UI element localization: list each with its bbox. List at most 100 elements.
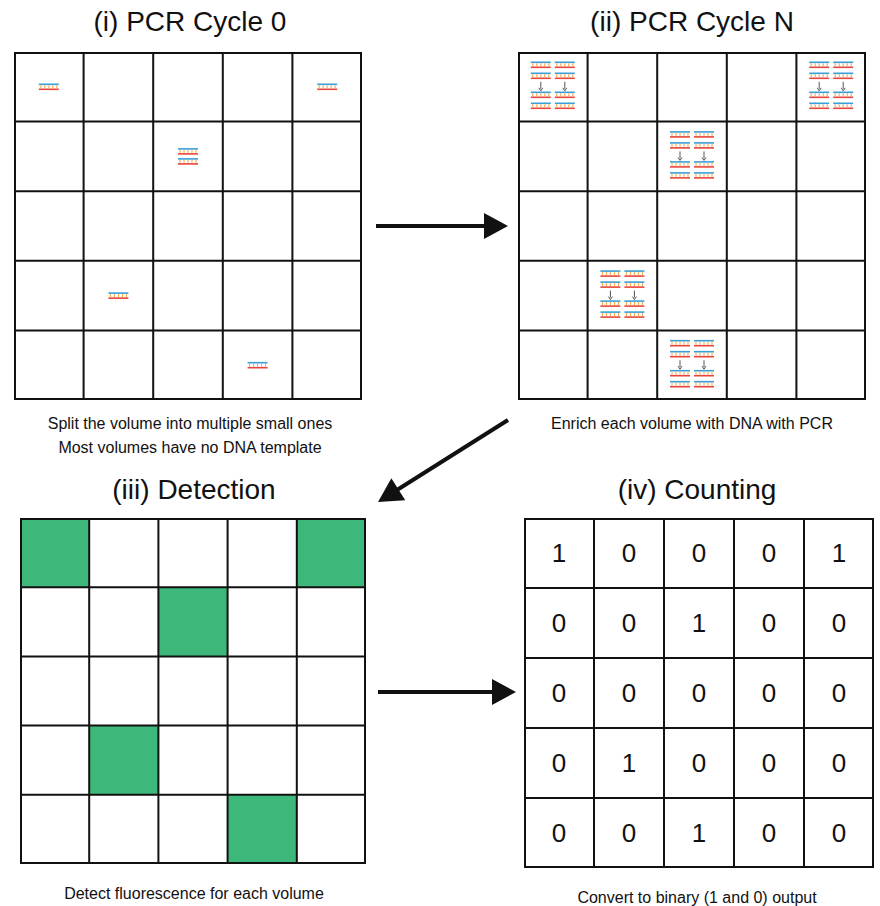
dna-strand	[809, 67, 829, 69]
dna-base	[708, 174, 709, 177]
dna-base	[684, 144, 685, 147]
dna-base	[568, 63, 569, 66]
grid-line	[14, 52, 16, 400]
dna-base	[319, 85, 320, 88]
panel-box: (i) PCR Cycle 0Split the volume into mul…	[4, 0, 376, 460]
dna-base	[688, 353, 689, 356]
dna-base	[618, 313, 619, 316]
dna-base	[851, 63, 852, 66]
dna-base	[708, 144, 709, 147]
dna-base	[642, 283, 643, 286]
dna-strand	[555, 103, 575, 105]
dna-base	[708, 133, 709, 136]
dna-base	[672, 353, 673, 356]
dna-base	[548, 63, 549, 66]
dna-base	[680, 174, 681, 177]
panel-box: (iv) Counting1000100100000000100000100Co…	[516, 470, 878, 906]
dna-base	[638, 302, 639, 305]
grid-line	[14, 121, 362, 123]
dna-base	[52, 85, 53, 88]
dna-strand	[624, 316, 644, 318]
dna-base	[540, 104, 541, 107]
grid-line	[524, 797, 874, 799]
dna-strand	[555, 67, 575, 69]
dna-base	[700, 144, 701, 147]
table-cell: 0	[804, 728, 874, 798]
dna-base	[544, 63, 545, 66]
dna-base	[684, 133, 685, 136]
dna-base	[188, 150, 189, 153]
dna-base	[676, 372, 677, 375]
dna-strand	[555, 78, 575, 80]
dna-base	[532, 93, 533, 96]
dna-base	[261, 364, 262, 367]
dna-strand	[39, 84, 59, 86]
dna-base	[704, 342, 705, 345]
dna-strand	[694, 386, 714, 388]
dna-base	[192, 160, 193, 163]
dna-base	[704, 133, 705, 136]
dna-strand	[600, 300, 620, 302]
table-cell: 0	[804, 588, 874, 658]
dna-base	[196, 160, 197, 163]
dna-base	[540, 63, 541, 66]
dna-base	[704, 163, 705, 166]
dna-base	[564, 63, 565, 66]
dna-base	[688, 342, 689, 345]
table-cell: 0	[594, 588, 664, 658]
dna-strand	[624, 305, 644, 307]
dna-base	[568, 93, 569, 96]
dna-base	[708, 372, 709, 375]
dna-strand	[670, 370, 690, 372]
dna-strand	[694, 147, 714, 149]
dna-base	[696, 174, 697, 177]
arrow-shaft	[397, 420, 508, 490]
dna-base	[680, 163, 681, 166]
dna-strand	[531, 92, 551, 94]
dna-base	[614, 283, 615, 286]
dna-base	[684, 342, 685, 345]
dna-base	[544, 74, 545, 77]
dna-strand	[670, 381, 690, 383]
dna-base	[847, 63, 848, 66]
grid-line	[518, 190, 866, 192]
dna-base	[249, 364, 250, 367]
dna-base	[811, 63, 812, 66]
dna-base	[680, 353, 681, 356]
dna-strand	[600, 311, 620, 313]
grid-line	[157, 518, 159, 864]
dna-base	[839, 104, 840, 107]
dna-strand	[670, 172, 690, 174]
dna-base	[638, 313, 639, 316]
dna-base	[700, 133, 701, 136]
dna-base	[851, 104, 852, 107]
dna-base	[819, 93, 820, 96]
grid-line	[360, 52, 362, 400]
dna-base	[676, 353, 677, 356]
dna-strand	[555, 61, 575, 63]
table-cell: 1	[664, 798, 734, 868]
dna-strand	[108, 297, 128, 299]
table-cell: 0	[734, 588, 804, 658]
grid-line	[364, 518, 366, 864]
dna-base	[811, 104, 812, 107]
dna-base	[696, 353, 697, 356]
dna-strand	[809, 97, 829, 99]
grid-line	[518, 52, 520, 400]
dna-strand	[833, 67, 853, 69]
arrow-shaft	[378, 690, 494, 694]
dna-strand	[694, 177, 714, 179]
dna-base	[696, 144, 697, 147]
dna-base	[548, 74, 549, 77]
copy-arrow	[680, 151, 681, 158]
dna-base	[712, 342, 713, 345]
arrow-head	[378, 478, 405, 502]
dna-base	[196, 150, 197, 153]
dna-base	[614, 313, 615, 316]
dna-base	[618, 302, 619, 305]
dna-base	[253, 364, 254, 367]
dna-base	[630, 283, 631, 286]
dna-base	[560, 74, 561, 77]
dna-base	[684, 372, 685, 375]
grid-line	[518, 329, 866, 331]
